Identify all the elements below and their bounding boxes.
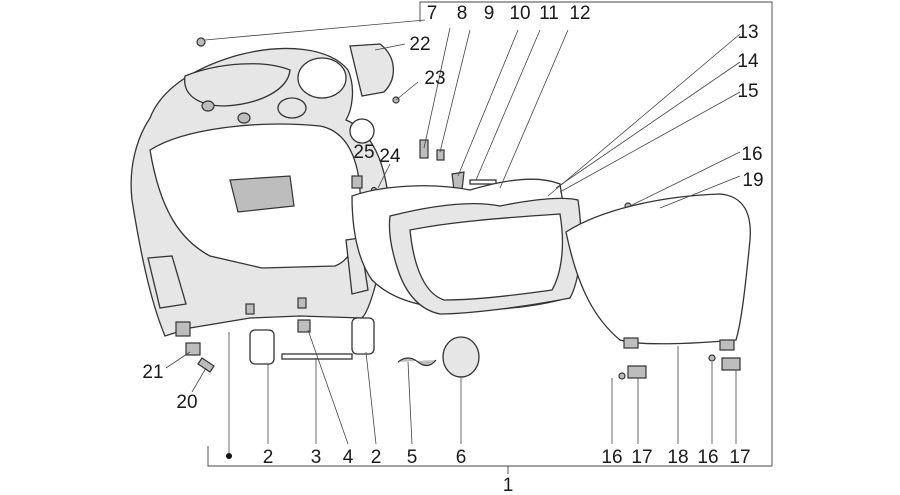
callout-5: 5 [407, 447, 418, 468]
bracket-2a [249, 329, 275, 365]
callout-12: 12 [569, 3, 590, 24]
callout-10: 10 [509, 3, 530, 24]
bracket-17a [627, 365, 647, 379]
callout-16-bottom-right: 16 [697, 447, 718, 468]
callout-4: 4 [343, 447, 354, 468]
callout-18: 18 [667, 447, 688, 468]
callout-2-right: 2 [371, 447, 382, 468]
lock-6 [442, 336, 480, 378]
callout-14: 14 [737, 51, 759, 72]
door-panel-13 [388, 197, 582, 315]
clip-8 [419, 139, 429, 159]
spring-5 [397, 357, 437, 367]
assembly-frame [207, 1, 773, 474]
clip-4 [297, 319, 311, 333]
callout-20: 20 [176, 392, 197, 413]
ring-25 [349, 118, 375, 144]
inner-shield-body [130, 47, 390, 337]
door-cover-18 [565, 193, 751, 351]
callout-21: 21 [142, 362, 163, 383]
callout-16-bottom-left: 16 [601, 447, 622, 468]
bolt-20 [197, 357, 215, 373]
callout-7: 7 [427, 3, 438, 24]
callout-17-left: 17 [631, 447, 652, 468]
callout-3: 3 [311, 447, 322, 468]
callout-labels: 7 8 9 10 11 12 13 14 15 16 19 22 23 25 2… [142, 3, 763, 495]
reference-dot [226, 453, 232, 459]
callout-6: 6 [456, 447, 467, 468]
callout-2-left: 2 [263, 447, 274, 468]
pin-11 [469, 179, 497, 185]
bracket-2b [351, 317, 375, 355]
callout-13: 13 [737, 22, 758, 43]
callout-9: 9 [484, 3, 495, 24]
callout-8: 8 [457, 3, 468, 24]
bracket-17b [721, 357, 741, 371]
callout-25: 25 [353, 142, 374, 163]
callout-23: 23 [424, 68, 445, 89]
callout-22: 22 [409, 34, 430, 55]
callout-15: 15 [737, 81, 758, 102]
screw-16c [708, 354, 716, 362]
leader-lines [165, 19, 741, 454]
callout-16-top: 16 [741, 144, 762, 165]
fastener-parts [185, 37, 741, 459]
screw-7 [196, 37, 206, 47]
callout-11: 11 [539, 3, 559, 24]
screw-16b [618, 372, 626, 380]
callout-19: 19 [742, 170, 763, 191]
callout-1: 1 [503, 475, 514, 495]
callout-24: 24 [379, 146, 401, 167]
callout-17-right: 17 [729, 447, 750, 468]
cover-22 [349, 43, 394, 97]
nut-24 [351, 175, 363, 189]
